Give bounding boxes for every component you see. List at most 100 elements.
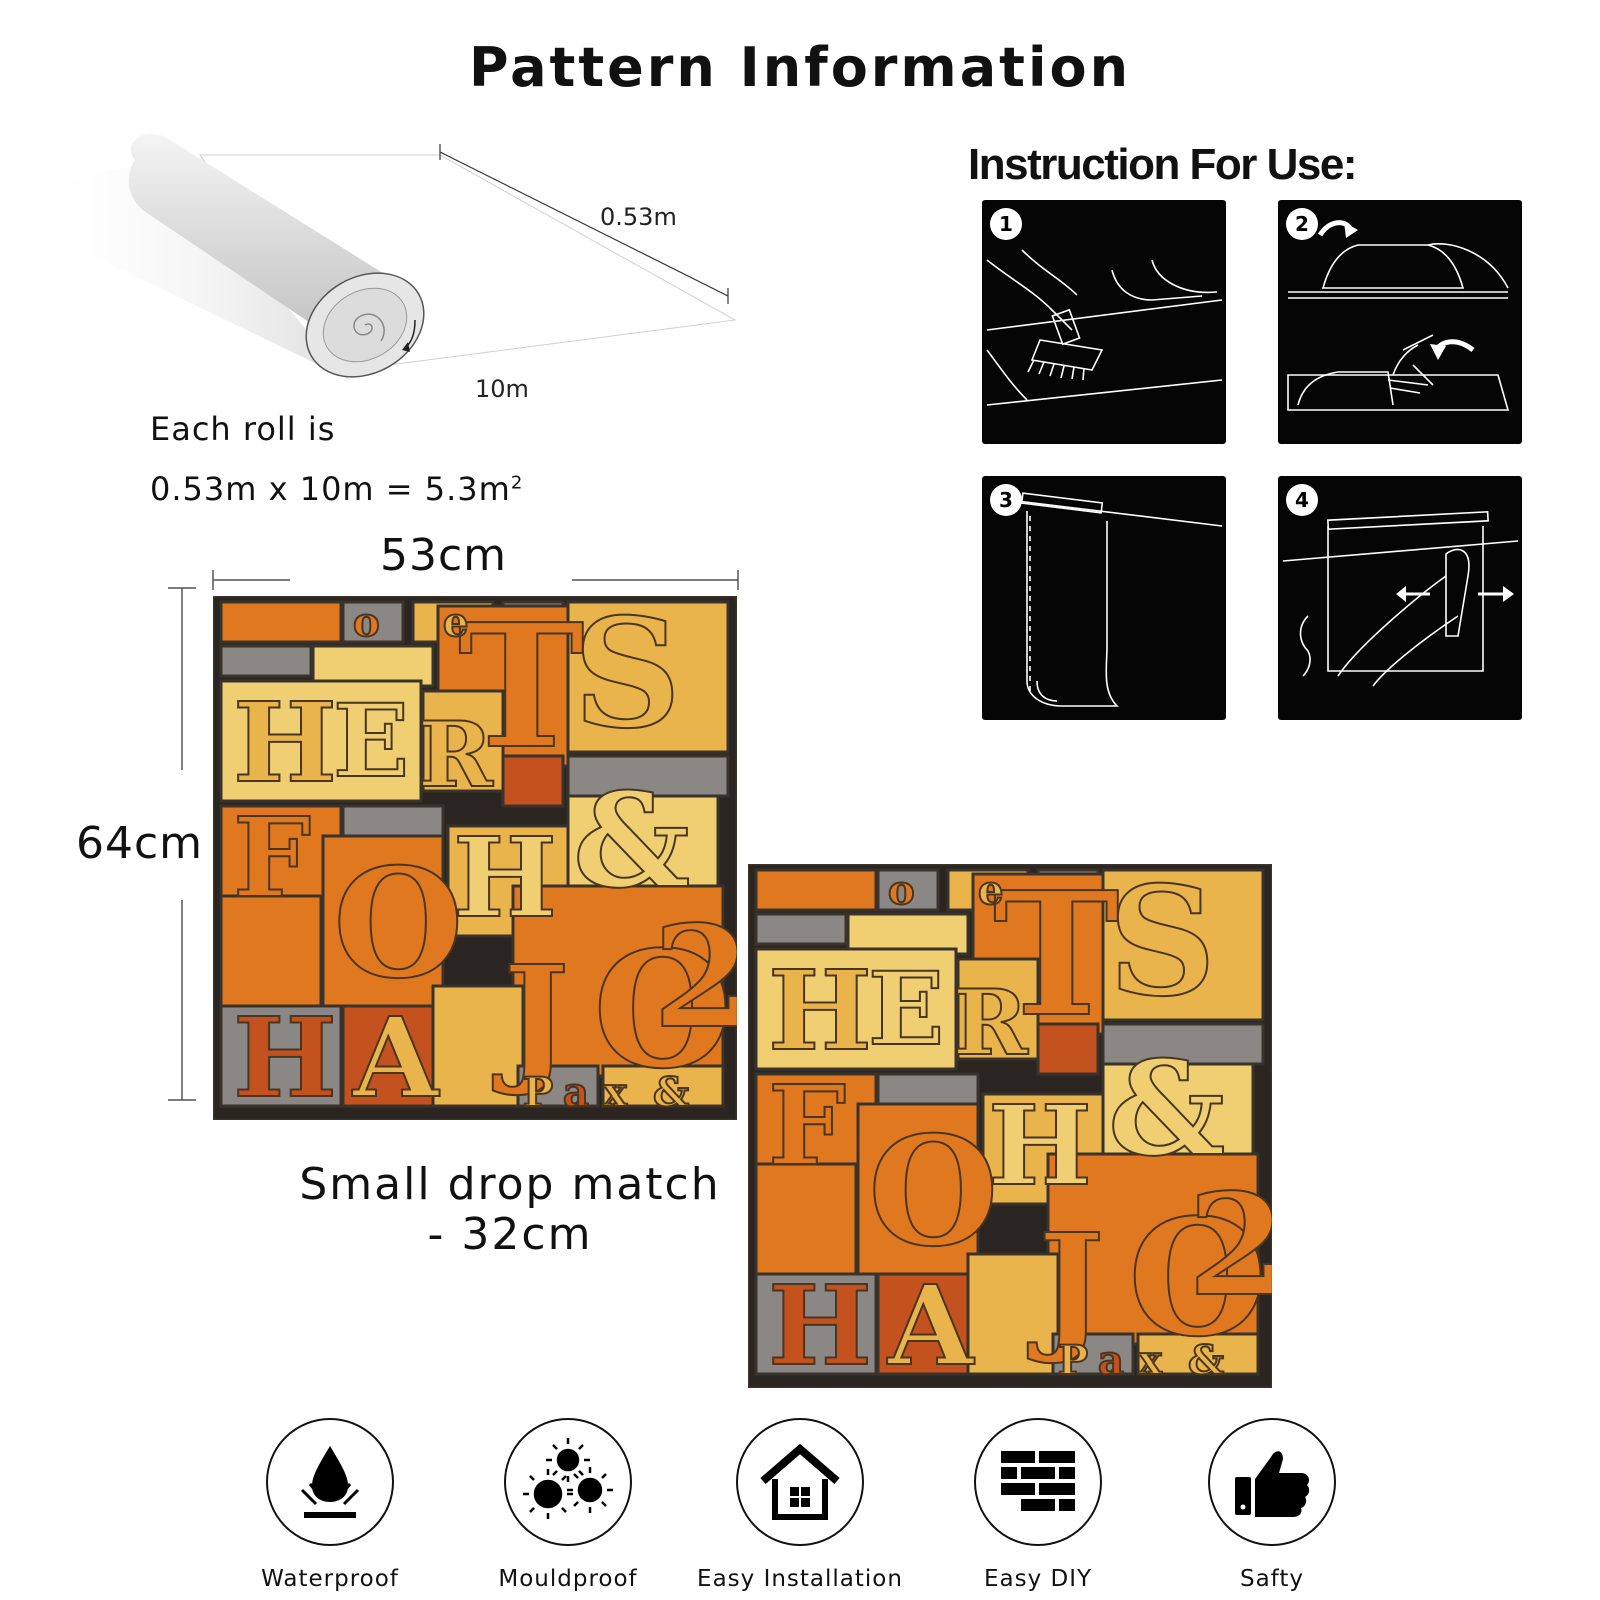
roll-info-line1: Each roll is	[150, 410, 336, 448]
type-letter: H	[988, 1081, 1092, 1210]
type-letter: &	[1108, 1032, 1225, 1185]
type-letter: O	[1128, 1184, 1267, 1372]
instruction-step-4: 4	[1278, 476, 1522, 720]
hang-paper-icon	[1016, 492, 1223, 707]
type-letter: O	[593, 916, 732, 1104]
type-block	[431, 984, 525, 1108]
feature-waterproof: Waterproof	[220, 1418, 440, 1592]
type-letter: E	[333, 682, 409, 800]
pattern-width-label: 53cm	[380, 530, 508, 581]
feature-label: Easy Installation	[697, 1566, 903, 1592]
roll-info-line2: 0.53m x 10m = 5.3m2	[150, 470, 524, 508]
type-block	[966, 1252, 1060, 1376]
type-block	[341, 600, 405, 644]
type-block	[1136, 1332, 1260, 1376]
type-letter: F	[233, 793, 311, 922]
type-block	[846, 912, 970, 956]
type-letter: e	[978, 867, 1003, 914]
type-letter: S	[573, 596, 681, 762]
bricks-icon	[1001, 1451, 1075, 1511]
type-block	[446, 824, 570, 938]
type-block	[876, 1272, 970, 1376]
type-letter: J	[1027, 1204, 1104, 1368]
type-block	[754, 1162, 858, 1276]
type-block	[219, 894, 323, 1008]
type-letter: T	[458, 596, 585, 787]
type-letter: x	[1138, 1337, 1163, 1384]
type-letter: S	[1108, 864, 1216, 1030]
type-block	[219, 600, 343, 644]
feature-easy-installation: Easy Installation	[690, 1418, 910, 1592]
type-block	[1036, 1022, 1100, 1076]
instruction-step-1: 1	[982, 200, 1226, 444]
drop-match-line1: Small drop match	[299, 1159, 721, 1210]
type-letter: H	[233, 678, 337, 807]
type-letter: H	[453, 813, 557, 942]
type-letter: 2	[1188, 1164, 1272, 1328]
type-block	[876, 868, 940, 912]
type-letter: o	[353, 599, 380, 646]
wallpaper-roll-illustration	[20, 133, 737, 380]
instruction-step-2: 2	[1278, 200, 1522, 444]
pattern-height-label: 64cm	[76, 818, 204, 869]
type-letter: H	[233, 993, 337, 1120]
instruction-step-3: 3	[982, 476, 1226, 720]
type-letter: &	[573, 764, 690, 917]
page-title: Pattern Information	[468, 36, 1132, 99]
step-number: 1	[990, 208, 1022, 240]
type-block	[956, 957, 1040, 1061]
type-letter: P	[523, 1069, 553, 1116]
step-number: 4	[1286, 484, 1318, 516]
feature-label: Safty	[1239, 1566, 1305, 1592]
type-block	[566, 754, 730, 798]
type-block	[566, 600, 730, 754]
type-block	[981, 1092, 1105, 1206]
type-letter: H	[768, 946, 872, 1075]
type-block	[421, 689, 505, 793]
type-block	[754, 868, 878, 912]
type-block	[1051, 1332, 1135, 1376]
type-block	[219, 644, 313, 678]
type-letter: o	[888, 867, 915, 914]
type-block	[219, 1004, 343, 1108]
type-letter: J	[492, 936, 569, 1100]
house-icon	[760, 1443, 840, 1520]
type-letter: F	[768, 1061, 846, 1190]
feature-easy-diy: Easy DIY	[928, 1418, 1148, 1592]
type-letter: 2	[653, 896, 737, 1060]
roll-width-label: 0.53m	[600, 203, 677, 231]
type-block	[1046, 1152, 1260, 1346]
type-letter: P	[1058, 1337, 1088, 1384]
step-number: 3	[990, 484, 1022, 516]
type-letter: H	[768, 1261, 872, 1388]
smooth-paper-icon	[1282, 510, 1519, 687]
type-block	[219, 679, 423, 803]
type-block	[1101, 1022, 1265, 1066]
water-drop-icon	[300, 1446, 360, 1518]
type-block	[601, 1064, 725, 1108]
type-block	[754, 947, 958, 1071]
step-number: 2	[1286, 208, 1318, 240]
type-letter: e	[443, 599, 468, 646]
fold-paper-icon	[1287, 220, 1510, 411]
pattern-dimension-lines	[168, 570, 739, 1101]
feature-label: Waterproof	[261, 1566, 399, 1592]
drop-match-line2: - 32cm	[427, 1209, 593, 1260]
type-letter: R	[418, 702, 494, 808]
type-letter: A	[352, 993, 440, 1120]
type-block	[219, 804, 343, 898]
type-letter: a	[563, 1069, 589, 1116]
type-letter: A	[887, 1261, 975, 1388]
type-letter: a	[1098, 1337, 1124, 1384]
type-block	[754, 912, 848, 946]
type-letter: &	[653, 1069, 689, 1116]
feature-safty: Safty	[1162, 1418, 1382, 1592]
type-letter: T	[993, 864, 1120, 1055]
type-block	[754, 1272, 878, 1376]
thumbs-up-icon	[1235, 1451, 1310, 1517]
feature-label: Easy DIY	[983, 1566, 1093, 1592]
